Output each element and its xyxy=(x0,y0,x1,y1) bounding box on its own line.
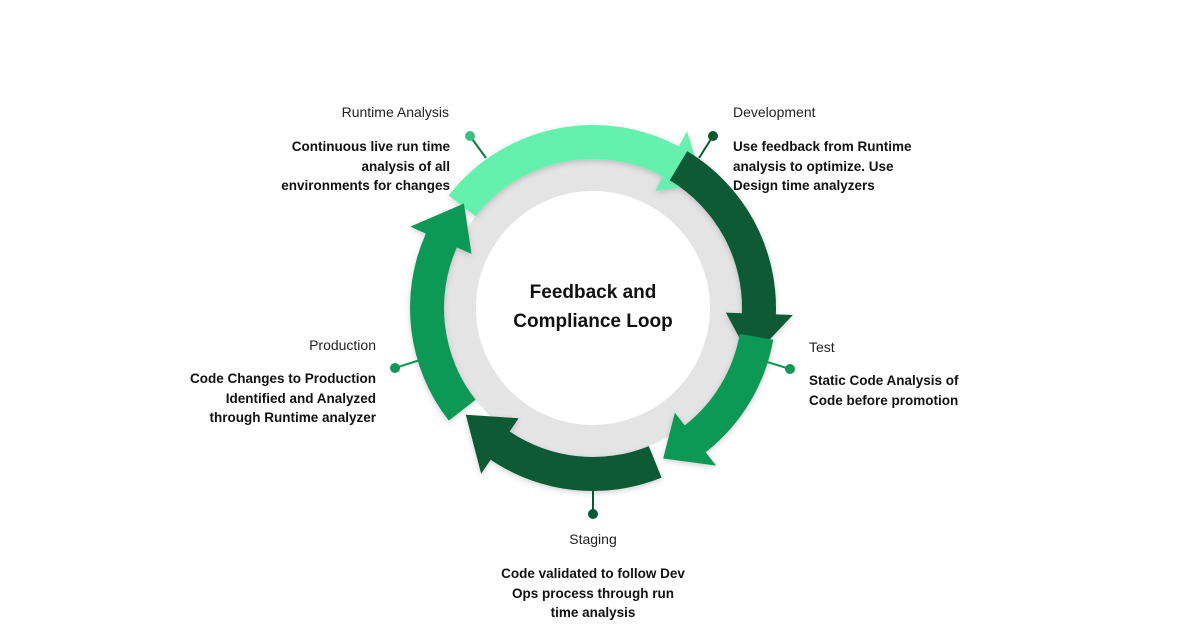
connector-dot-runtime xyxy=(465,131,475,141)
arrow-production xyxy=(410,203,476,421)
inner-ring xyxy=(444,159,742,457)
connector-dot-development xyxy=(708,131,718,141)
center-title: Feedback and Compliance Loop xyxy=(513,282,673,332)
connector-dot-production xyxy=(390,363,400,373)
connector-staging xyxy=(588,488,598,519)
connector-development xyxy=(698,131,718,159)
connector-dot-test xyxy=(785,364,795,374)
connector-test xyxy=(763,360,795,374)
arrow-test xyxy=(663,333,774,466)
test-title: Test xyxy=(809,339,835,355)
development-description: Use feedback from Runtime analysis to op… xyxy=(733,139,912,193)
arrow-staging xyxy=(465,414,662,492)
runtime-analysis-description: Continuous live run time analysis of all… xyxy=(281,139,450,193)
connector-production xyxy=(390,359,421,373)
connector-dot-staging xyxy=(588,509,598,519)
development-title: Development xyxy=(733,104,816,120)
connector-runtime xyxy=(465,131,487,159)
production-description: Code Changes to Production Identified an… xyxy=(189,371,376,425)
staging-title: Staging xyxy=(569,531,617,547)
cycle-arrows xyxy=(410,125,793,492)
staging-description: Code validated to follow Dev Ops process… xyxy=(501,566,685,620)
runtime-analysis-title: Runtime Analysis xyxy=(341,104,449,120)
test-description: Static Code Analysis of Code before prom… xyxy=(809,373,959,408)
production-title: Production xyxy=(309,337,376,353)
arrow-runtime-analysis xyxy=(448,125,705,217)
arrow-development xyxy=(669,151,793,360)
